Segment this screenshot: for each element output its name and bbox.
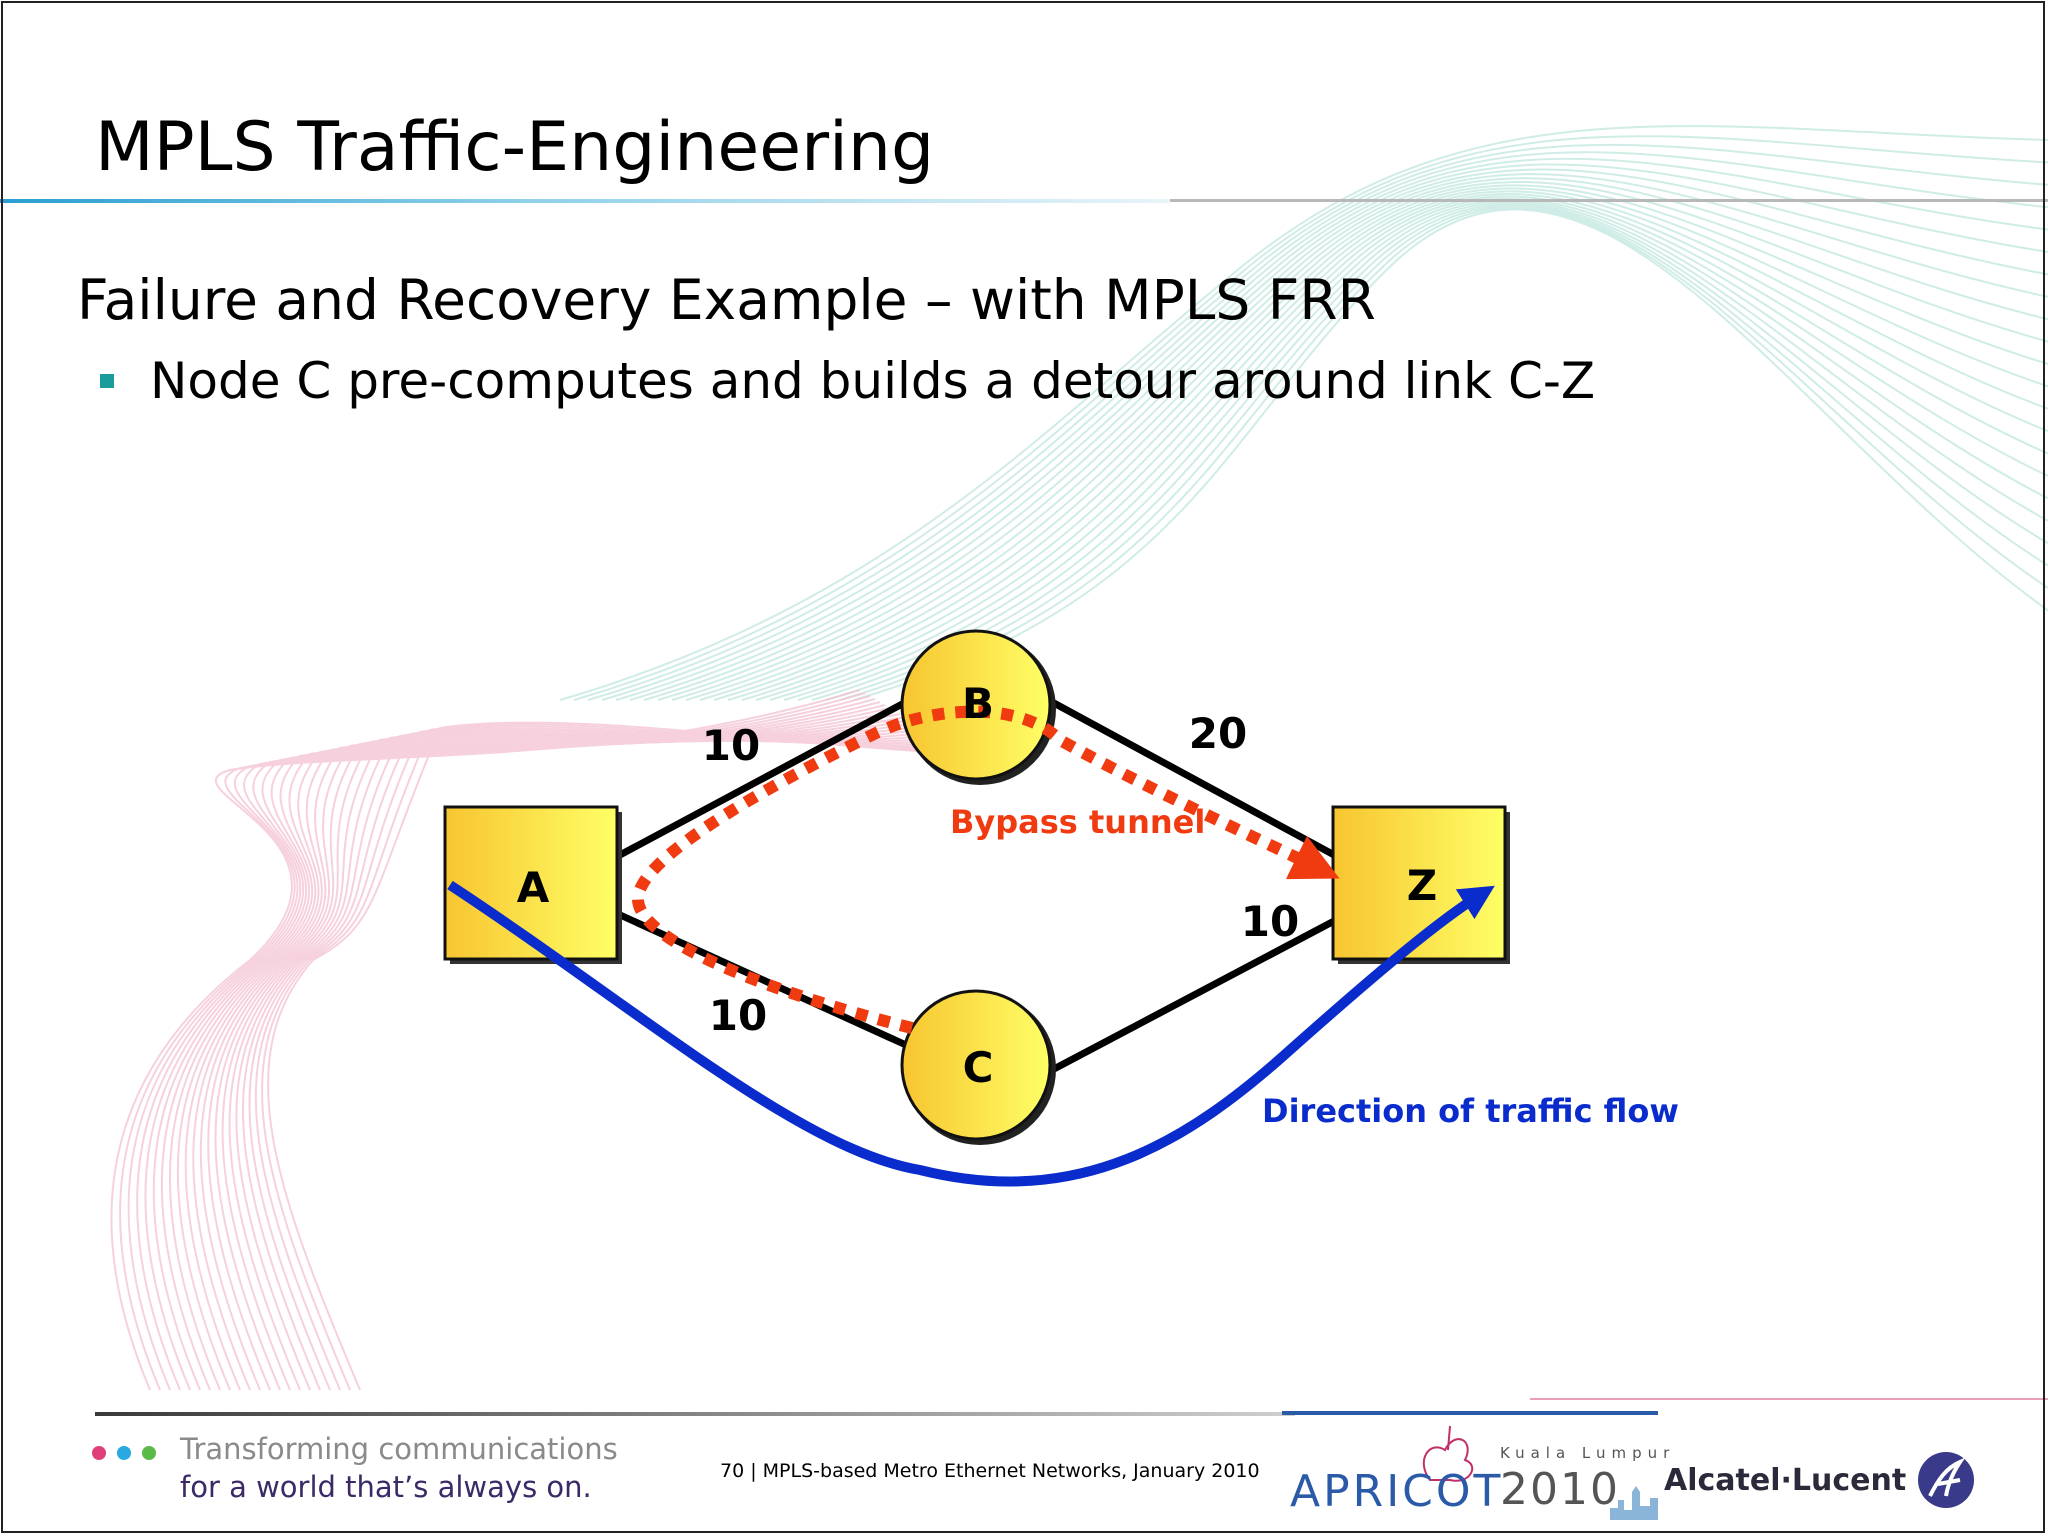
node-a (443, 805, 619, 961)
title-underline (0, 199, 2048, 203)
tagline-line-1: Transforming communications (180, 1432, 618, 1466)
bypass-tunnel-label: Bypass tunnel (950, 803, 1205, 841)
apricot-city: Kuala Lumpur (1500, 1444, 1676, 1462)
bullet-marker (100, 374, 114, 388)
dot-pink (92, 1446, 106, 1460)
page-number-footer: 70 | MPLS-based Metro Ethernet Networks,… (720, 1460, 1260, 1482)
node-c (900, 989, 1052, 1141)
dot-blue (117, 1446, 131, 1460)
footer-rules (95, 1398, 2048, 1416)
link-a-b (616, 698, 908, 860)
apricot-logo: APRICOT Kuala Lumpur 2010 (1290, 1420, 1669, 1520)
apricot-year: 2010 (1500, 1464, 1620, 1515)
bypass-tunnel-path (632, 705, 1340, 1034)
node-label-a: A (517, 863, 550, 912)
metric-b-z: 20 (1189, 709, 1247, 758)
metric-a-c: 10 (709, 991, 767, 1040)
metric-a-b: 10 (702, 721, 760, 770)
apricot-word: APRICOT (1290, 1466, 1504, 1517)
tagline-dots (92, 1446, 156, 1460)
node-label-z: Z (1407, 861, 1437, 910)
traffic-flow-label: Direction of traffic flow (1262, 1092, 1679, 1130)
bullet-item: Node C pre-computes and builds a detour … (100, 352, 1595, 410)
dot-green (142, 1446, 156, 1460)
slide-subtitle: Failure and Recovery Example – with MPLS… (77, 268, 1376, 332)
node-b (900, 629, 1052, 781)
slide-title: MPLS Traffic-Engineering (95, 108, 935, 187)
bullet-text: Node C pre-computes and builds a detour … (150, 352, 1596, 410)
company-name: Alcatel·Lucent (1664, 1462, 1907, 1498)
link-b-z (1050, 698, 1338, 860)
node-z (1331, 805, 1507, 961)
metric-c-z: 10 (1241, 897, 1299, 946)
node-label-b: B (962, 679, 994, 728)
apricot-flower-icon (1422, 1425, 1474, 1482)
skyline-icon (1610, 1486, 1658, 1520)
alcatel-lucent-mark-icon (1918, 1452, 1975, 1508)
link-c-z (1050, 916, 1338, 1074)
alcatel-lucent-logo: Alcatel·Lucent (1664, 1450, 1976, 1510)
node-label-c: C (963, 1043, 994, 1092)
tagline-line-2: for a world that’s always on. (180, 1470, 592, 1504)
traffic-flow-path (447, 880, 1495, 1187)
